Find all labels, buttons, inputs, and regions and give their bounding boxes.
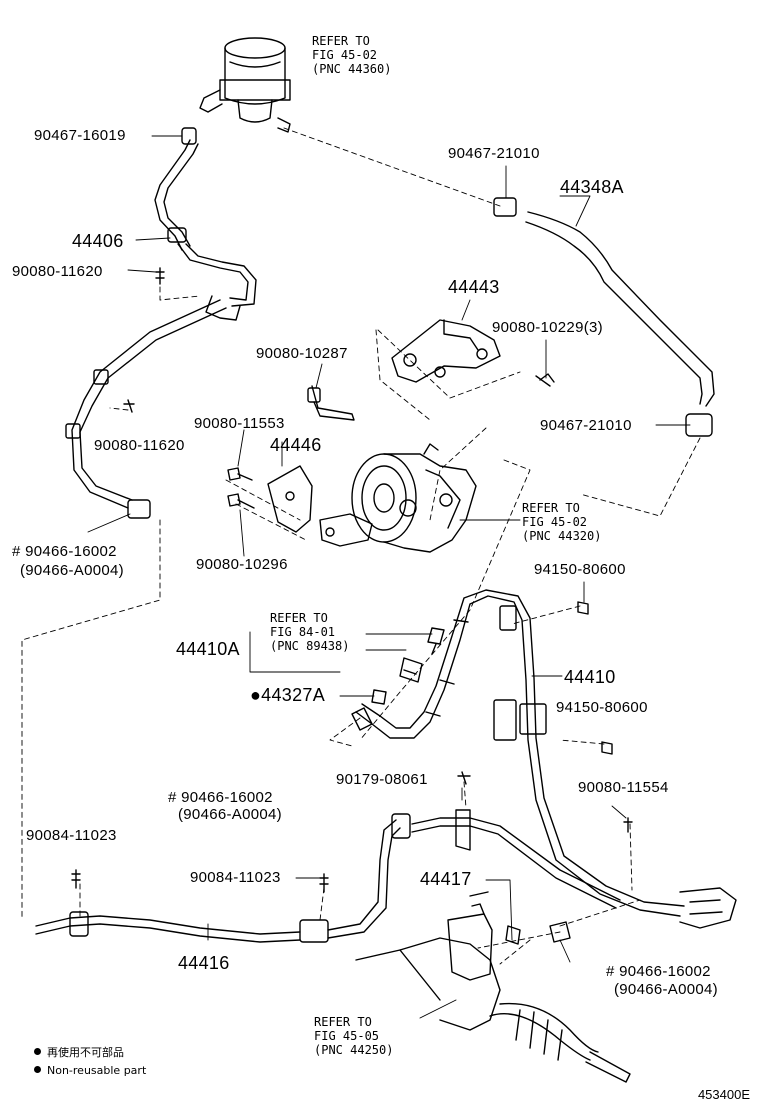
label-90466-16002-right: # 90466-16002 bbox=[606, 963, 711, 980]
legend: 再使用不可部品 Non-reusable part bbox=[34, 1044, 146, 1081]
label-90179-08061: 90179-08061 bbox=[336, 771, 428, 788]
label-44417: 44417 bbox=[420, 869, 472, 889]
figure-code: 453400E bbox=[697, 1087, 750, 1102]
sensor-44410a-drawing bbox=[351, 601, 613, 755]
return-line-left-drawing bbox=[65, 267, 227, 519]
ref-fig-45-05-44250: REFER TO FIG 45-05 (PNC 44250) bbox=[314, 1015, 394, 1057]
label-44416: 44416 bbox=[178, 953, 230, 973]
ref-fig-45-02-44360: REFER TO FIG 45-02 (PNC 44360) bbox=[312, 34, 392, 76]
legend-english-text: Non-reusable part bbox=[47, 1064, 147, 1077]
label-90467-21010-lower: 90467-21010 bbox=[540, 417, 632, 434]
label-90080-10287: 90080-10287 bbox=[256, 345, 348, 362]
label-90080-11553: 90080-11553 bbox=[194, 415, 285, 432]
label-44443: 44443 bbox=[448, 277, 500, 297]
steering-rack-drawing bbox=[355, 891, 631, 1083]
label-90466-a0004-right: (90466-A0004) bbox=[614, 981, 718, 998]
label-90080-11620-upper: 90080-11620 bbox=[12, 263, 103, 280]
label-90467-16019: 90467-16019 bbox=[34, 127, 126, 144]
solid-leaders bbox=[87, 135, 691, 1019]
label-90084-11023-middle: 90084-11023 bbox=[190, 869, 281, 886]
label-94150-80600-lower: 94150-80600 bbox=[556, 699, 648, 716]
legend-row-english: Non-reusable part bbox=[34, 1064, 146, 1077]
label-90466-a0004-middle: (90466-A0004) bbox=[178, 806, 282, 823]
power-steering-pump-drawing bbox=[319, 443, 477, 553]
ref-fig-84-01-89438: REFER TO FIG 84-01 (PNC 89438) bbox=[270, 611, 350, 653]
label-44348a: 44348A bbox=[560, 177, 624, 197]
bracket-44446-drawing bbox=[227, 465, 313, 533]
label-90080-11554: 90080-11554 bbox=[578, 779, 669, 796]
label-90080-10296: 90080-10296 bbox=[196, 556, 288, 573]
label-90080-10229: 90080-10229(3) bbox=[492, 319, 603, 336]
label-44410a: 44410A bbox=[176, 639, 240, 659]
bolt-10287-drawing bbox=[307, 385, 355, 421]
legend-row-japanese: 再使用不可部品 bbox=[34, 1044, 146, 1060]
bullet-icon bbox=[34, 1048, 41, 1055]
label-44446: 44446 bbox=[270, 435, 322, 455]
hose-44406-drawing bbox=[154, 127, 257, 321]
label-44406: 44406 bbox=[72, 231, 124, 251]
label-90467-21010-upper: 90467-21010 bbox=[448, 145, 540, 162]
label-94150-80600-upper: 94150-80600 bbox=[534, 561, 626, 578]
bullet-icon bbox=[34, 1066, 41, 1073]
pressure-hose-44410-drawing bbox=[355, 589, 737, 929]
label-90466-16002-left: # 90466-16002 bbox=[12, 543, 117, 560]
reservoir-tank-drawing bbox=[199, 37, 291, 133]
dashed-leaders bbox=[21, 127, 701, 965]
label-90466-a0004-left: (90466-A0004) bbox=[20, 562, 124, 579]
return-line-44416-drawing bbox=[35, 771, 633, 943]
label-44327a: ●44327A bbox=[250, 685, 326, 705]
legend-japanese-text: 再使用不可部品 bbox=[47, 1046, 124, 1059]
hose-44348a-drawing bbox=[493, 197, 715, 437]
label-90080-11620-lower: 90080-11620 bbox=[94, 437, 185, 454]
ref-fig-45-02-44320: REFER TO FIG 45-02 (PNC 44320) bbox=[522, 501, 602, 543]
label-90084-11023-left: 90084-11023 bbox=[26, 827, 117, 844]
label-90466-16002-middle: # 90466-16002 bbox=[168, 789, 273, 806]
label-44410: 44410 bbox=[564, 667, 616, 687]
bracket-44443-drawing bbox=[391, 319, 555, 387]
